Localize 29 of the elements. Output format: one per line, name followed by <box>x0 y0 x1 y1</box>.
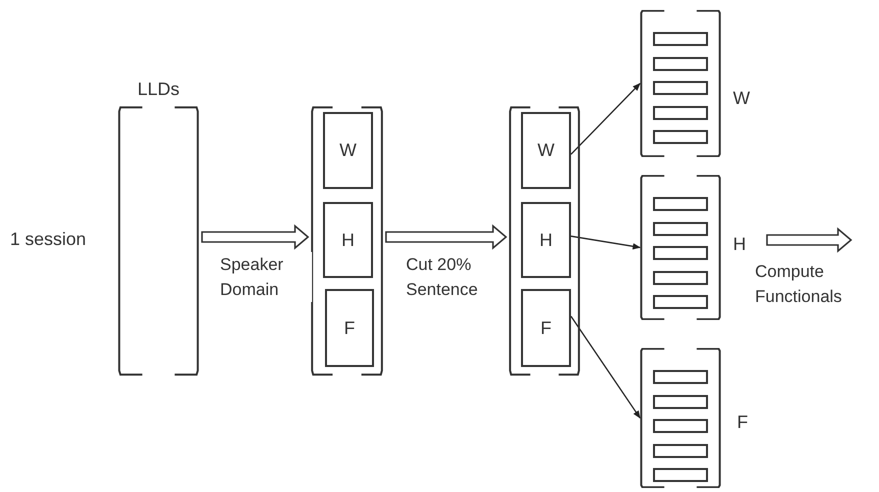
segment-box <box>323 202 373 278</box>
segment-letter: H <box>342 228 354 252</box>
segment-box <box>521 112 571 189</box>
edge-label: Speaker Domain <box>220 252 312 302</box>
segment-box <box>323 112 373 189</box>
bracket-column <box>640 175 721 320</box>
bracket-column <box>640 348 721 488</box>
bracket-column <box>311 106 383 376</box>
arrow <box>570 236 641 250</box>
column-label: F <box>737 411 748 434</box>
block-arrow <box>766 227 852 253</box>
arrow <box>570 316 641 419</box>
segment-box <box>521 202 571 278</box>
segment-box <box>521 289 571 367</box>
bracket-column <box>509 106 580 376</box>
bracket-column <box>640 10 721 157</box>
input-label: 1 session <box>10 228 86 251</box>
column-heading: LLDs <box>137 79 180 99</box>
segment-letter: F <box>344 316 355 340</box>
column-label: W <box>733 87 750 110</box>
segment-letter: W <box>538 139 554 162</box>
segment-letter: F <box>540 316 552 340</box>
block-arrow <box>385 224 508 250</box>
segment-box <box>325 289 374 367</box>
segment-letter: W <box>340 139 356 162</box>
block-arrow <box>201 224 310 250</box>
segment-letter: H <box>540 228 552 252</box>
column-label: H <box>733 233 746 256</box>
arrow <box>570 82 641 155</box>
